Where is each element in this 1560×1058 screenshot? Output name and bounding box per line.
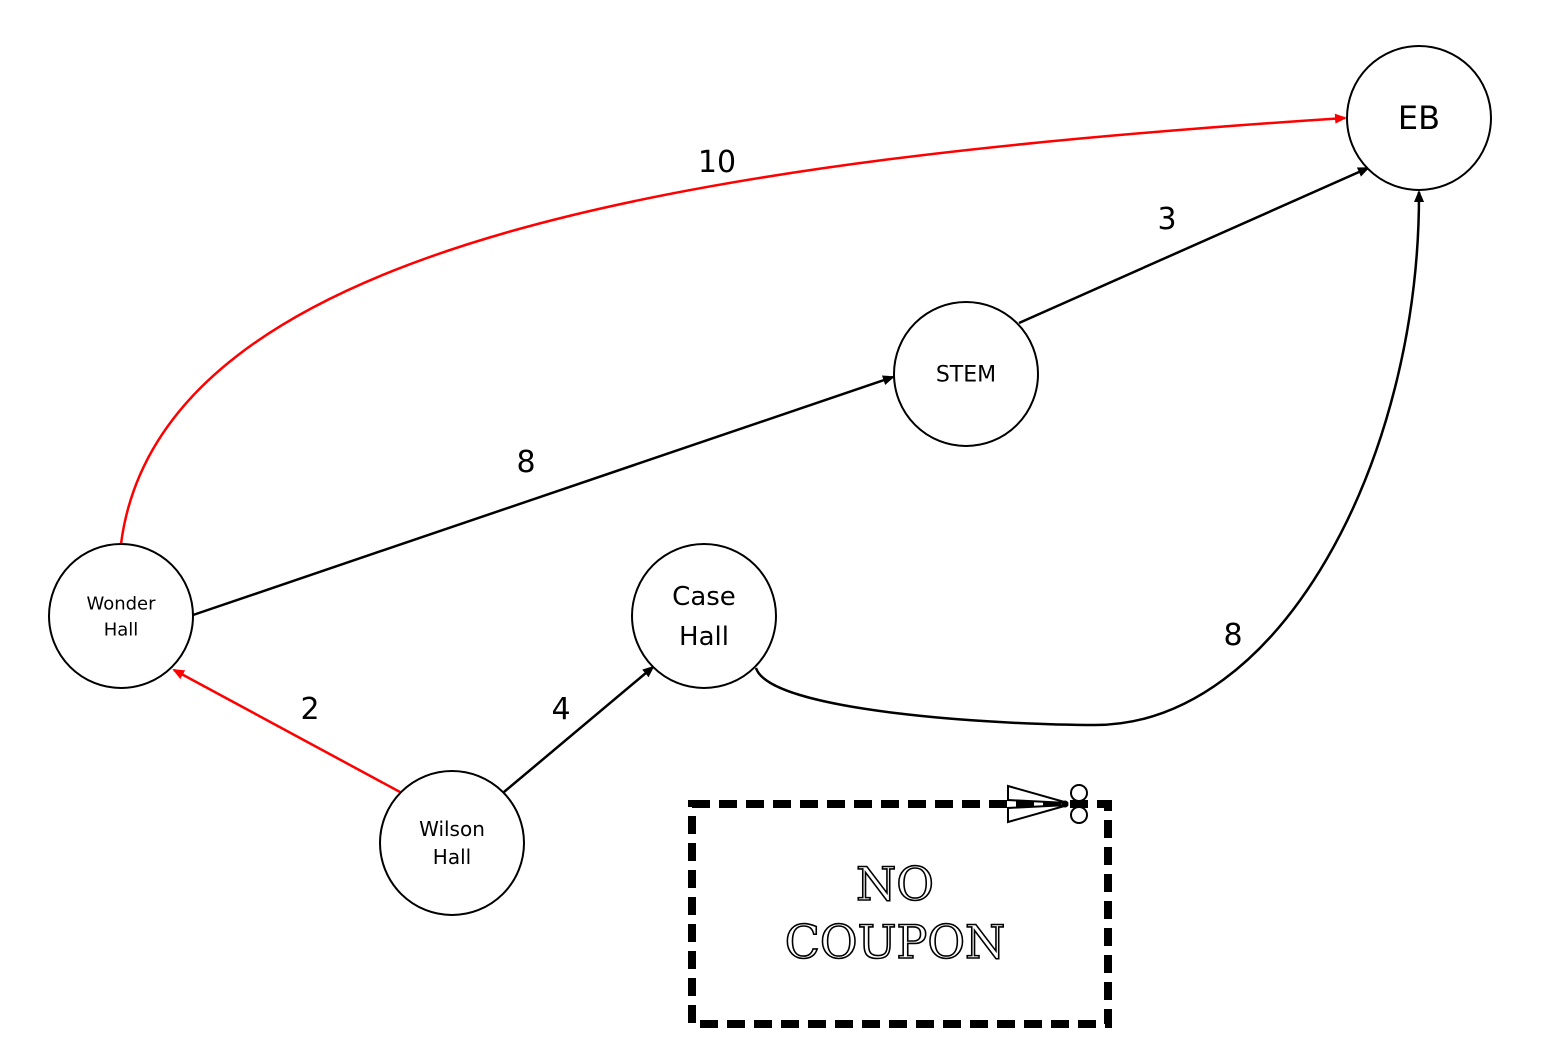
node-circle-case <box>631 543 777 689</box>
edge-wonder-eb <box>119 113 1347 545</box>
node-stem: STEM <box>893 301 1039 447</box>
node-label-case-1: Hall <box>679 622 729 652</box>
edges-layer: 10 3 8 8 2 4 <box>119 113 1425 794</box>
node-label-eb-0: EB <box>1398 99 1440 137</box>
edge-wilson-case <box>503 665 655 793</box>
coupon-dashed-border <box>688 800 1112 1028</box>
edge-weight-wilson-wonder: 2 <box>300 692 319 727</box>
node-circle-stem <box>893 301 1039 447</box>
edge-weight-wonder-eb: 10 <box>698 145 736 180</box>
edge-wilson-wonder <box>172 668 401 794</box>
edge-stem-eb <box>1018 166 1370 325</box>
coupon-line-1: NO <box>856 857 934 911</box>
edge-weight-case-eb: 8 <box>1223 618 1242 653</box>
edge-wonder-stem <box>192 375 895 617</box>
node-label-wonder-0: Wonder <box>86 593 156 614</box>
node-circle-wonder <box>48 543 194 689</box>
node-label-wilson-1: Hall <box>433 845 471 869</box>
edge-weight-wonder-stem: 8 <box>516 445 535 480</box>
no-coupon-box: NO COUPON <box>688 784 1112 1028</box>
edge-case-eb <box>754 190 1425 727</box>
node-label-stem-0: STEM <box>936 363 996 388</box>
node-circle-wilson <box>379 770 525 916</box>
coupon-line-2: COUPON <box>785 915 1006 969</box>
node-label-wonder-1: Hall <box>104 619 139 640</box>
node-label-case-0: Case <box>672 582 736 612</box>
edge-weight-wilson-case: 4 <box>551 692 570 727</box>
node-circle-eb <box>1346 45 1492 191</box>
node-eb: EB <box>1346 45 1492 191</box>
edge-weight-stem-eb: 3 <box>1157 202 1176 237</box>
node-label-wilson-0: Wilson <box>419 817 485 841</box>
scissors-icon <box>1007 784 1088 824</box>
